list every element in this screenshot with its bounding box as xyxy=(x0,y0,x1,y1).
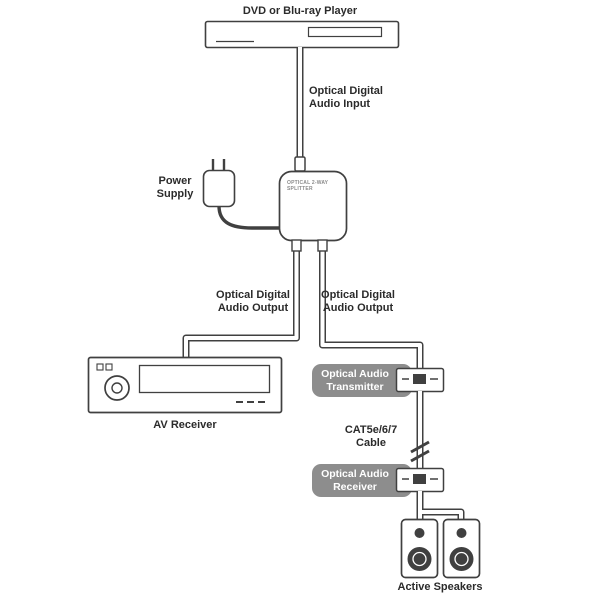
active-speakers-label: Active Speakers xyxy=(397,581,483,593)
receiver-label: Optical Audio Receiver xyxy=(321,468,389,493)
optical-input-label: Optical Digital Audio Input xyxy=(309,85,383,110)
transmitter-label: Optical Audio Transmitter xyxy=(321,368,389,393)
power-adapter-icon xyxy=(202,159,279,230)
av-receiver-icon xyxy=(87,356,283,414)
rj45-port-icon xyxy=(413,374,426,384)
cat-cable-label: CAT5e/6/7 Cable xyxy=(344,424,398,449)
output-cables-line xyxy=(182,239,424,371)
dvd-player-icon xyxy=(204,20,400,49)
output-right-label: Optical Digital Audio Output xyxy=(321,289,395,314)
rj45-port-icon xyxy=(413,474,426,484)
transmitter-label-box: Optical Audio Transmitter xyxy=(312,364,412,397)
power-supply-label: Power Supply xyxy=(156,175,194,200)
receiver-device-icon xyxy=(395,467,445,493)
splitter-label: OPTICAL 2-WAY SPLITTER xyxy=(287,180,329,192)
transmitter-device-icon xyxy=(395,367,445,393)
splitter-icon xyxy=(278,170,348,242)
cat-cable-line xyxy=(410,391,430,470)
av-receiver-label: AV Receiver xyxy=(153,419,217,431)
speakers-icon xyxy=(400,518,481,579)
speaker-cable-line xyxy=(416,491,465,522)
receiver-label-box: Optical Audio Receiver xyxy=(312,464,412,497)
dvd-player-label: DVD or Blu-ray Player xyxy=(242,5,358,17)
optical-input-cable-line xyxy=(294,47,306,172)
output-left-label: Optical Digital Audio Output xyxy=(216,289,290,314)
